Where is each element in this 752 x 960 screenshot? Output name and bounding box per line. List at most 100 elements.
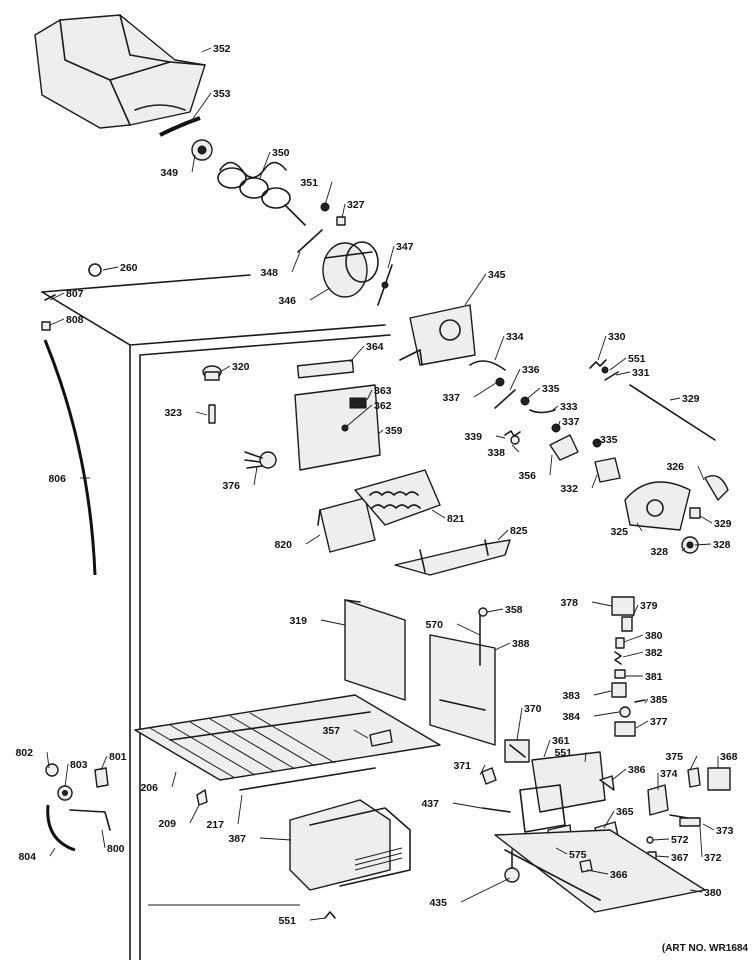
callout-leader-357	[353, 729, 369, 739]
callout-label-384: 384	[562, 711, 580, 723]
bracket-332	[594, 457, 621, 483]
mold-821	[354, 469, 441, 526]
callout-label-435: 435	[429, 897, 447, 909]
callout-leader-551	[584, 751, 587, 763]
screw-551b	[324, 911, 336, 919]
callout-leader-358	[486, 608, 504, 613]
callout-label-364: 364	[366, 341, 384, 353]
callout-leader-366	[586, 869, 609, 875]
callout-label-351: 351	[300, 177, 318, 189]
callout-label-575: 575	[569, 849, 587, 861]
part-338	[510, 435, 520, 445]
bracket-388	[429, 634, 496, 746]
cover-359	[294, 384, 381, 471]
callout-label-807: 807	[66, 288, 84, 300]
callout-label-362: 362	[374, 400, 392, 412]
part-329b	[689, 507, 701, 519]
cap-260	[88, 263, 102, 277]
callout-label-381: 381	[645, 671, 663, 683]
callout-leader-386	[611, 768, 627, 781]
tube-806	[43, 339, 97, 576]
plunger-379	[621, 616, 633, 632]
washer-337	[495, 377, 505, 387]
callout-label-377: 377	[650, 716, 668, 728]
callout-leader-377	[635, 720, 649, 729]
callout-label-551: 551	[628, 353, 646, 365]
callout-label-373: 373	[716, 825, 734, 837]
callout-label-336: 336	[522, 364, 540, 376]
crank-347	[377, 264, 393, 306]
callout-labels: 3523533493503513273473483463452608078083…	[15, 43, 737, 927]
callout-leader-345	[464, 273, 487, 306]
callout-leader-380	[623, 634, 644, 643]
connector-435	[504, 849, 520, 883]
callout-leader-572	[652, 838, 670, 841]
callout-label-335: 335	[600, 434, 618, 446]
knob-320	[202, 365, 222, 381]
tray-825	[394, 539, 511, 576]
callout-label-825: 825	[510, 525, 528, 537]
callout-leader-351	[324, 181, 333, 206]
tube-804	[46, 804, 76, 852]
callout-label-388: 388	[512, 638, 530, 650]
clip-807	[44, 294, 56, 301]
callout-label-353: 353	[213, 88, 231, 100]
solenoid-378	[611, 596, 635, 616]
callout-label-349: 349	[160, 167, 178, 179]
callout-label-328: 328	[713, 539, 731, 551]
callout-label-347: 347	[396, 241, 414, 253]
callout-label-329: 329	[682, 393, 700, 405]
callout-leader-353	[191, 92, 212, 121]
arm-336	[494, 389, 516, 409]
callout-label-334: 334	[506, 331, 524, 343]
callout-label-363: 363	[374, 385, 392, 397]
callout-leader-375	[689, 755, 698, 771]
washer-384	[619, 706, 631, 718]
callout-label-820: 820	[274, 539, 292, 551]
clip-357	[369, 729, 393, 747]
callout-leader-328	[681, 547, 686, 552]
callout-leader-329	[699, 515, 713, 524]
callout-label-385: 385	[650, 694, 668, 706]
callout-leader-382	[622, 651, 644, 658]
callout-label-359: 359	[385, 425, 403, 437]
callout-leader-801	[100, 755, 108, 771]
callout-label-803: 803	[70, 759, 88, 771]
fastener-327	[336, 216, 346, 226]
callout-leader-336	[509, 368, 521, 391]
strip-353	[159, 116, 201, 137]
shelf-206	[134, 694, 441, 781]
ice-bucket	[34, 14, 206, 129]
callout-label-365: 365	[616, 806, 634, 818]
callout-label-368: 368	[720, 751, 738, 763]
bushing-349	[191, 139, 213, 161]
clip-209	[196, 789, 208, 806]
callout-leader-364	[349, 345, 365, 363]
auger-350	[217, 161, 306, 226]
callout-leader-348	[291, 251, 301, 273]
callout-leader-350	[259, 151, 271, 179]
nut-358	[478, 607, 488, 617]
callout-leader-320	[219, 365, 231, 373]
callout-label-570: 570	[425, 619, 443, 631]
spring-380	[615, 637, 625, 649]
callout-leader-821	[431, 509, 446, 519]
rod-329	[629, 384, 716, 441]
callout-label-374: 374	[660, 768, 678, 780]
bracket-371	[481, 767, 497, 785]
callout-label-328: 328	[650, 546, 668, 558]
callout-label-802: 802	[15, 747, 33, 759]
callout-leader-370	[516, 707, 523, 741]
callout-label-387: 387	[228, 833, 246, 845]
callout-leader-361	[543, 739, 551, 758]
lever-333	[529, 409, 556, 414]
callout-leader-371	[479, 764, 486, 776]
callout-label-332: 332	[560, 483, 578, 495]
callout-label-572: 572	[671, 834, 689, 846]
washer-335b	[592, 438, 602, 448]
housing-345	[399, 304, 476, 366]
plate-374	[647, 784, 669, 816]
switch-377	[614, 721, 636, 737]
callout-leader-260	[102, 266, 119, 271]
callout-leader-804	[49, 847, 56, 857]
